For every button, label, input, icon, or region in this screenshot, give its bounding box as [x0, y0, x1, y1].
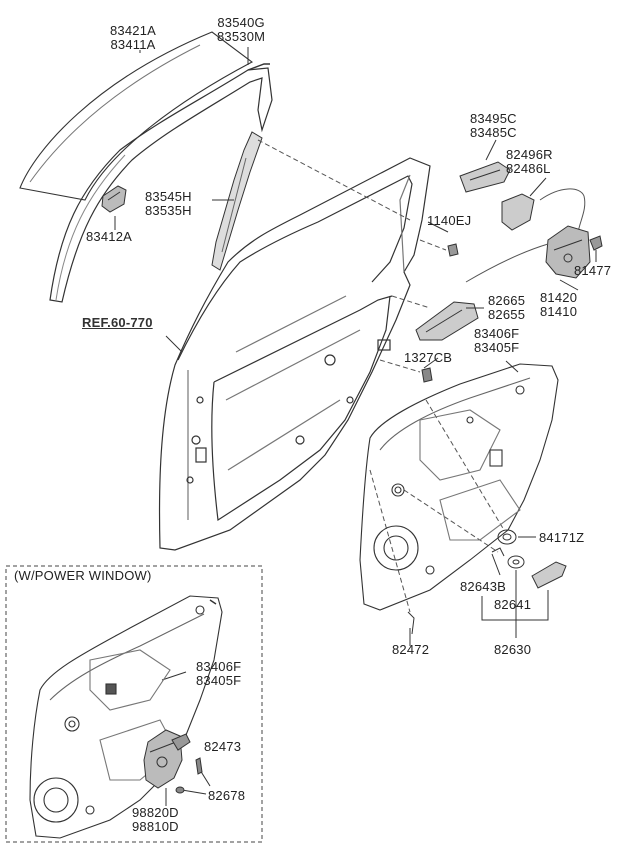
part-number: 83411A — [110, 37, 156, 52]
power-window-box — [5, 565, 263, 843]
screw — [407, 611, 415, 635]
door-glass — [19, 31, 254, 201]
part-number: 82643B — [460, 579, 507, 594]
part-number: 82472 — [392, 642, 430, 657]
section-title: (W/POWER WINDOW) — [14, 568, 152, 583]
door-frame — [158, 157, 431, 551]
label-crank-handle: 82630 — [494, 643, 531, 657]
striker — [589, 235, 603, 251]
label-screw: 82472 — [392, 643, 429, 657]
part-number: 98810D — [132, 819, 179, 834]
label-screw-power: 82473 — [204, 740, 241, 754]
window-motor — [143, 729, 191, 789]
label-bolt: 1140EJ — [427, 214, 471, 228]
part-number: 84171Z — [539, 530, 585, 545]
actuator — [501, 188, 586, 241]
rear-channel — [211, 131, 263, 271]
part-number: 83545H — [145, 189, 192, 204]
label-actuator: 82496R 82486L — [506, 148, 553, 176]
bolt — [447, 243, 459, 257]
screw-power — [195, 757, 203, 775]
part-number: 82678 — [208, 788, 246, 803]
nut — [421, 367, 433, 383]
part-number: 1327CB — [404, 350, 453, 365]
label-outer-handle: 83495C 83485C — [470, 112, 517, 140]
label-nut: 1327CB — [404, 351, 452, 365]
door-latch — [465, 225, 591, 283]
outer-handle — [459, 161, 511, 193]
part-number: 83495C — [470, 111, 517, 126]
label-washer: 84171Z — [539, 531, 584, 545]
clip — [491, 547, 505, 557]
part-number: 83485C — [470, 125, 517, 140]
label-grommet: 82678 — [208, 789, 245, 803]
label-motor: 98820D 98810D — [132, 806, 179, 834]
part-number: 83535H — [145, 203, 192, 218]
label-glass-clip: 83412A — [86, 230, 132, 244]
glass-run — [49, 63, 273, 303]
part-number: 81410 — [540, 304, 578, 319]
reference-label: REF.60-770 — [82, 315, 153, 330]
part-number: 83405F — [474, 340, 520, 355]
part-number: 83406F — [196, 659, 242, 674]
part-number: 81420 — [540, 290, 578, 305]
label-striker: 81477 — [574, 264, 611, 278]
glass-clip — [101, 185, 127, 213]
part-number: 83405F — [196, 673, 242, 688]
label-channel: 83545H 83535H — [145, 190, 192, 218]
label-latch: 81420 81410 — [540, 291, 577, 319]
callout-lines — [114, 47, 597, 806]
part-number: 1140EJ — [427, 213, 472, 228]
label-escutcheon: 82641 — [494, 598, 531, 612]
part-number: 82655 — [488, 307, 526, 322]
bracket-lines — [481, 570, 549, 638]
part-number: 82665 — [488, 293, 526, 308]
label-regulator-power: 83406F 83405F — [196, 660, 241, 688]
part-number: 83540G — [217, 15, 265, 30]
leader-lines — [257, 139, 505, 613]
module-panel-manual — [359, 363, 559, 611]
escutcheon — [507, 555, 525, 569]
part-number: 82486L — [506, 161, 551, 176]
crank-handle — [531, 561, 567, 589]
part-number: 98820D — [132, 805, 179, 820]
label-regulator-manual: 83406F 83405F — [474, 327, 519, 355]
part-number: 83412A — [86, 229, 133, 244]
module-panel-power — [29, 595, 223, 839]
part-number: 81477 — [574, 263, 612, 278]
washer — [497, 529, 517, 545]
part-number: 82473 — [204, 739, 242, 754]
part-number: 83421A — [110, 23, 157, 38]
part-number: 82630 — [494, 642, 532, 657]
label-clip: 82643B — [460, 580, 506, 594]
label-inner-handle: 82665 82655 — [488, 294, 525, 322]
inner-handle — [415, 301, 479, 341]
label-glass: 83421A 83411A — [110, 24, 156, 52]
grommet — [175, 786, 185, 794]
part-number: 83530M — [217, 29, 266, 44]
label-run: 83540G 83530M — [217, 16, 265, 44]
part-number: 83406F — [474, 326, 520, 341]
part-number: 82641 — [494, 597, 532, 612]
part-number: 82496R — [506, 147, 553, 162]
